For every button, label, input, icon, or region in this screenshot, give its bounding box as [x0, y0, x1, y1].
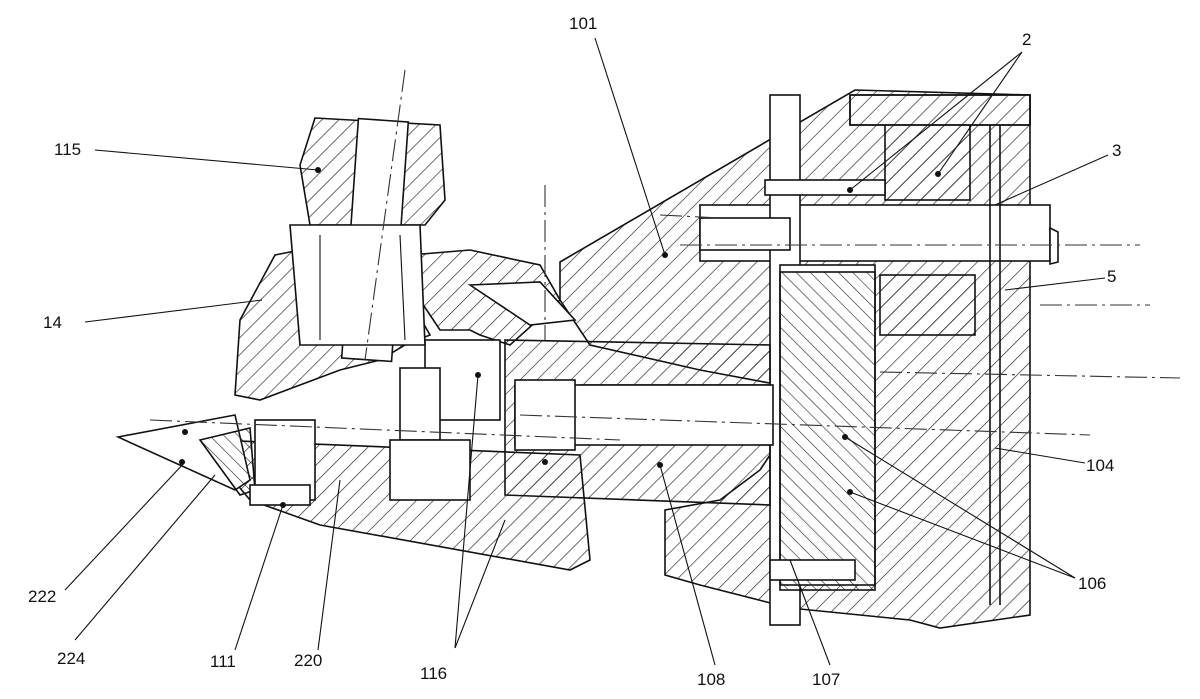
valve-body [234, 117, 446, 401]
center-lines [149, 69, 1181, 441]
central-block [399, 249, 577, 441]
label-107: 107 [812, 670, 840, 689]
label-2: 2 [1022, 30, 1031, 49]
label-14: 14 [43, 313, 62, 332]
main-housing [559, 89, 1059, 629]
label-224: 224 [57, 649, 85, 668]
bottom-bar [115, 414, 591, 571]
label-108: 108 [697, 670, 725, 689]
label-104: 104 [1086, 456, 1114, 475]
label-220: 220 [294, 651, 322, 670]
label-222: 222 [28, 587, 56, 606]
label-111: 111 [210, 652, 236, 671]
label-101: 101 [569, 14, 597, 33]
label-106: 106 [1078, 574, 1106, 593]
label-3: 3 [1112, 141, 1121, 160]
label-5: 5 [1107, 267, 1116, 286]
label-116: 116 [420, 664, 447, 683]
label-115: 115 [54, 140, 81, 159]
reference-labels: 101 2 3 5 115 14 104 106 222 224 111 220… [28, 14, 1121, 689]
leader-lines [64, 37, 1109, 666]
